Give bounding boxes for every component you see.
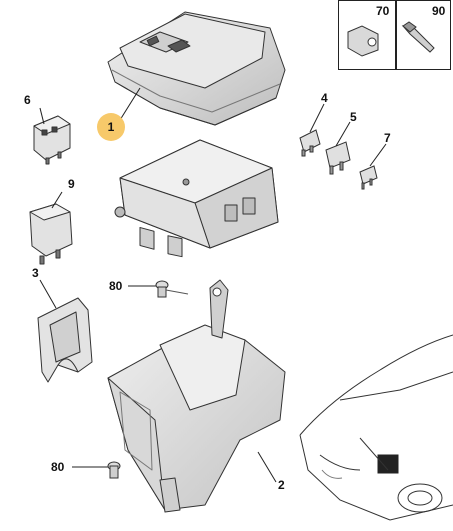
callout-4-label: 4	[321, 91, 328, 105]
callout-80-lower-label: 80	[51, 460, 65, 474]
bracket-part	[37, 297, 93, 383]
callout-6-label: 6	[24, 93, 31, 107]
blade-fuse-medium-part	[325, 141, 351, 175]
inset-divider	[395, 0, 397, 70]
relay-large-part	[29, 203, 73, 265]
relay-part	[33, 115, 71, 165]
leader-lines	[39, 87, 387, 483]
callout-9-label: 9	[68, 177, 75, 191]
fuse-box-housing-part	[114, 139, 279, 258]
blade-fuse-mini-part	[359, 165, 378, 190]
callout-1-highlight: 1	[97, 113, 125, 141]
push-rivet-lower-part	[107, 461, 121, 479]
clip-part	[347, 25, 379, 57]
inset-parts-box	[338, 0, 451, 70]
callout-3-label: 3	[32, 266, 39, 280]
screw-part	[401, 21, 435, 53]
callout-5-label: 5	[350, 110, 357, 124]
callout-70-label: 70	[376, 4, 390, 18]
callout-1-label: 1	[107, 120, 115, 134]
fuse-box-base-tray-part	[107, 279, 286, 513]
callout-7-label: 7	[384, 131, 391, 145]
callout-90-label: 90	[432, 4, 446, 18]
callout-2-label: 2	[278, 478, 285, 492]
blade-fuse-small-part	[299, 129, 321, 157]
callout-80-upper-label: 80	[109, 279, 123, 293]
push-rivet-upper-part	[155, 280, 189, 298]
vehicle-location-illustration	[299, 334, 453, 521]
fuse-box-cover-part	[107, 11, 286, 126]
